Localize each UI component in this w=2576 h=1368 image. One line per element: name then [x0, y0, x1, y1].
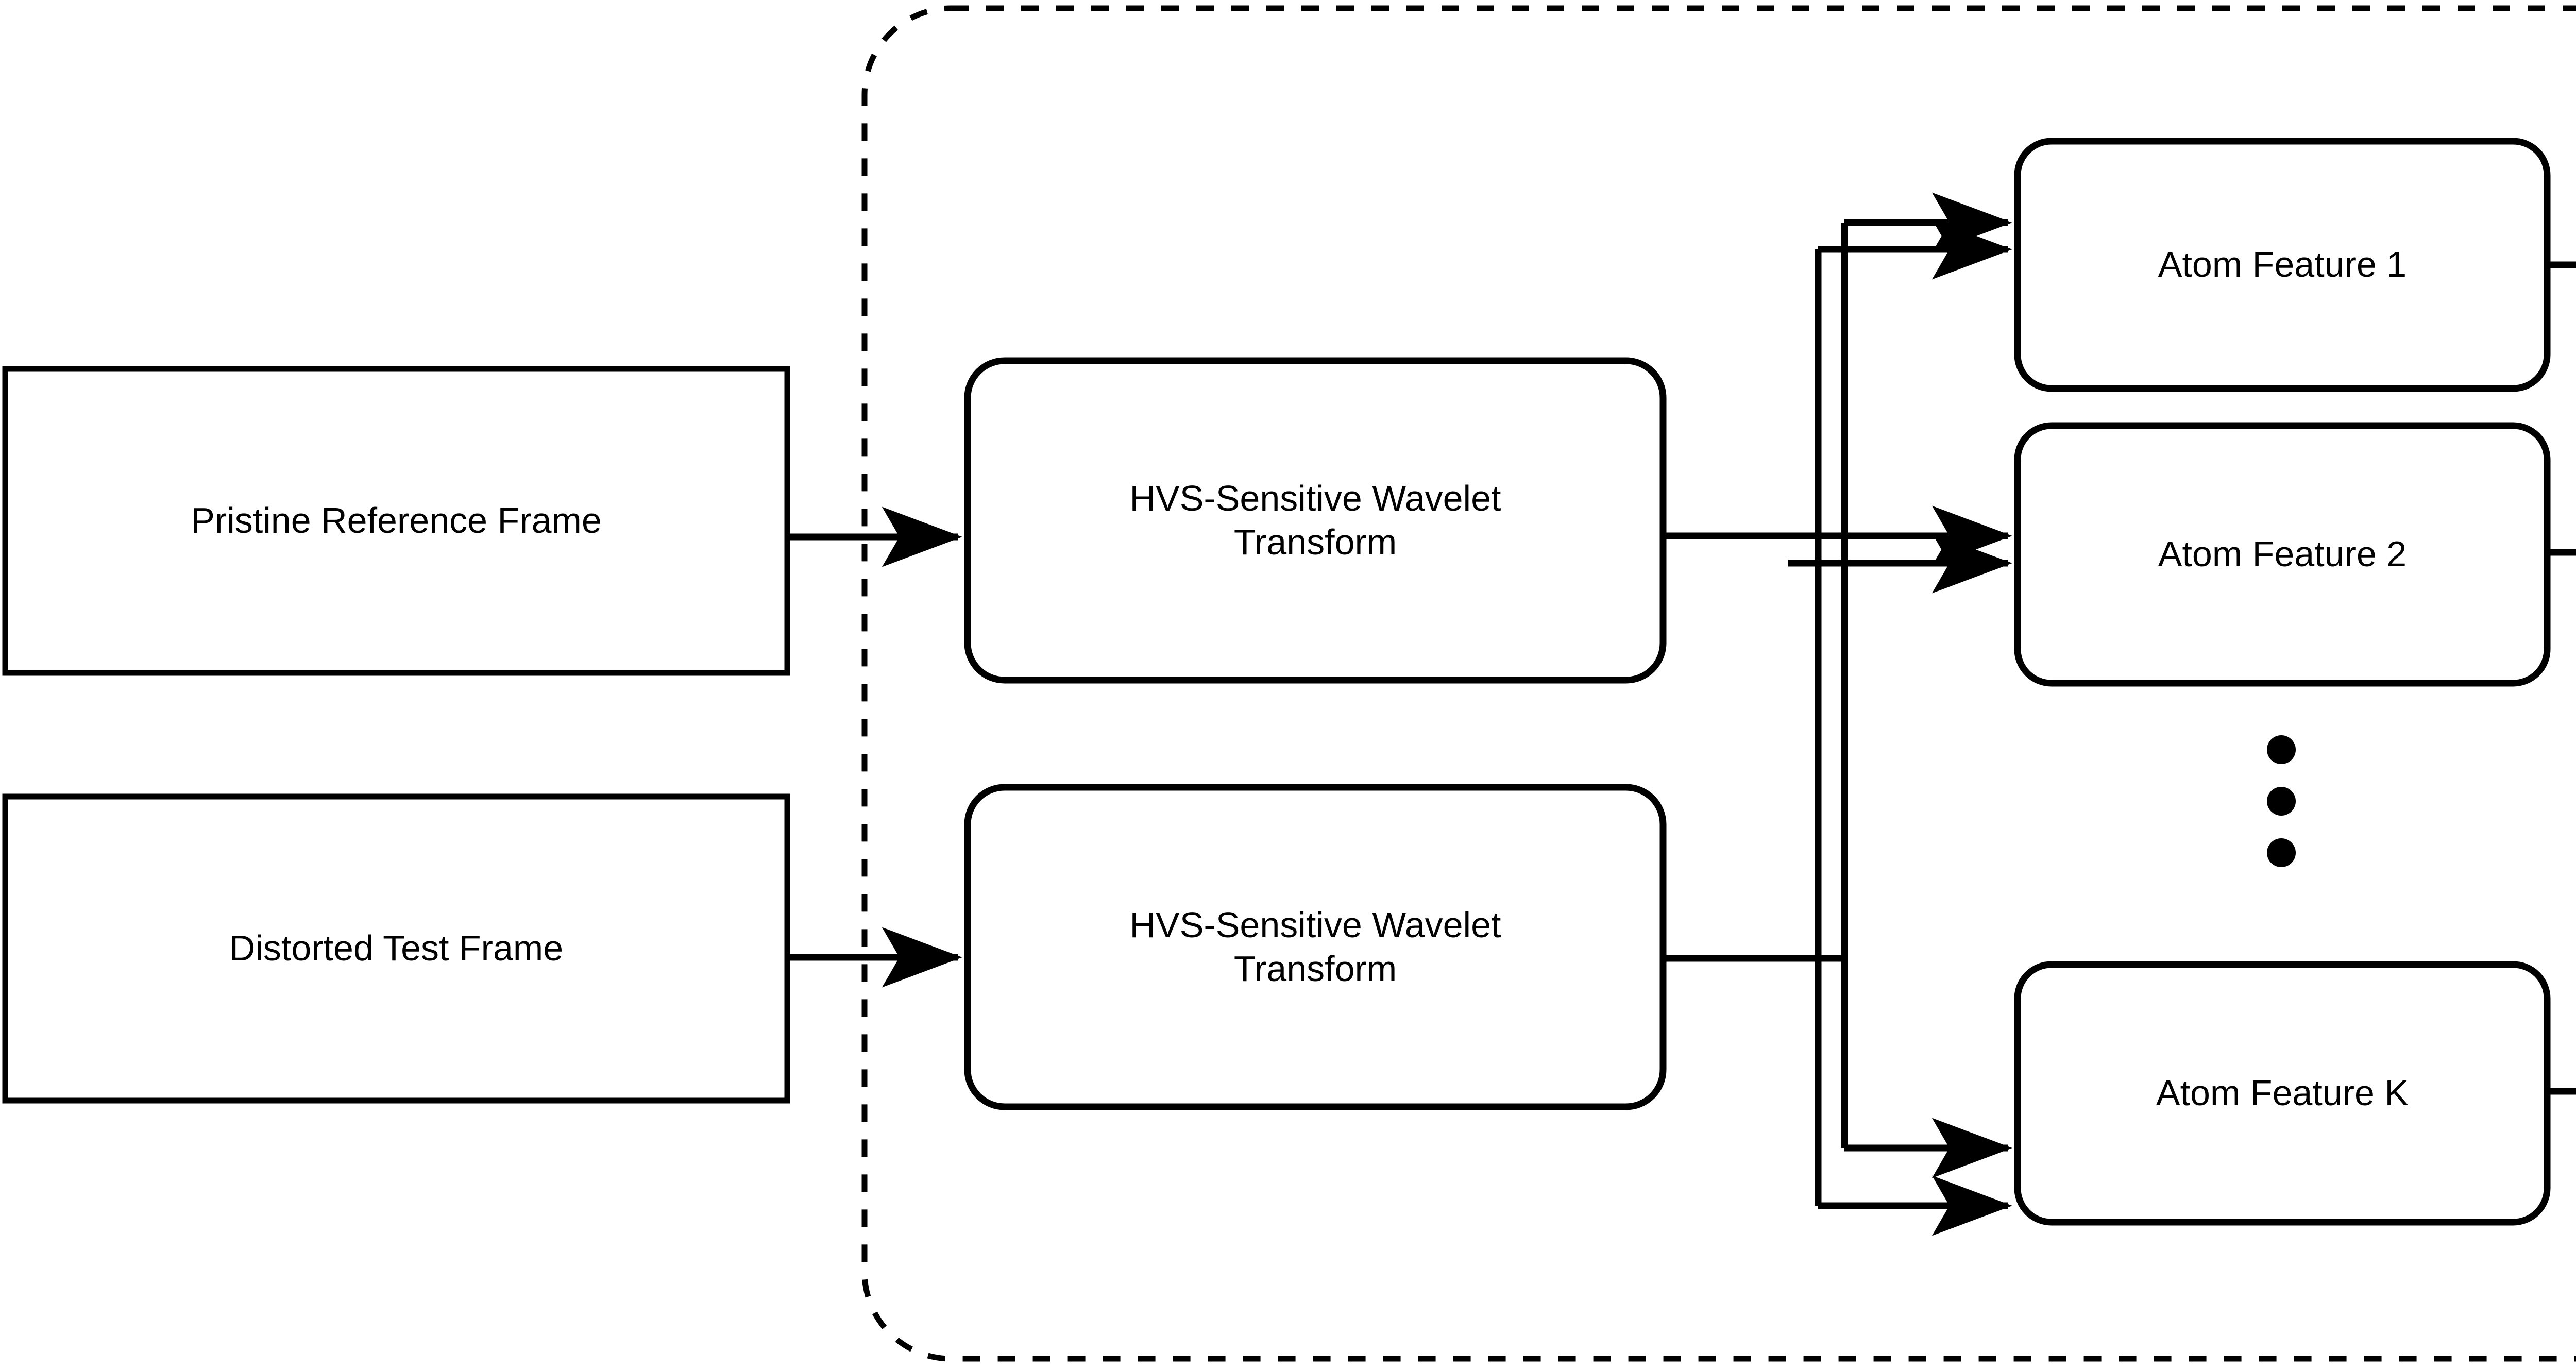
pristine-reference-frame-shape	[2, 366, 790, 676]
atom-feature-1-label: Atom Feature 1	[2158, 244, 2407, 285]
hvs-wavelet-reference-shape	[964, 357, 1667, 684]
edge-bus-to-atom-feature-2	[1663, 505, 2012, 594]
vertical-ellipsis-dots	[2267, 735, 2296, 867]
hvs-wavelet-test-shape	[964, 784, 1667, 1110]
atom-feature-k-label: Atom Feature K	[2156, 1073, 2409, 1113]
edge-atom-features-to-regressor	[2547, 261, 2576, 1095]
edge-bus-to-atom-feature-k	[1818, 1118, 2012, 1236]
distorted-test-frame-label: Distorted Test Frame	[229, 928, 564, 969]
atom-feature-2-label: Atom Feature 2	[2158, 534, 2407, 575]
hvs-wavelet-reference-label: HVS-Sensitive Wavelet Transform	[1129, 478, 1501, 562]
edge-bus-to-atom-feature-1	[1818, 192, 2012, 280]
hvs-wavelet-test-label: HVS-Sensitive Wavelet Transform	[1129, 904, 1501, 989]
edge-hvs-reference-to-bus	[1663, 249, 1822, 1206]
distorted-test-frame-shape	[2, 793, 790, 1104]
funque-boundary-outline	[861, 5, 2576, 1362]
edge-hvs-test-to-bus	[1663, 223, 1848, 1148]
pristine-reference-frame-label: Pristine Reference Frame	[191, 500, 602, 541]
